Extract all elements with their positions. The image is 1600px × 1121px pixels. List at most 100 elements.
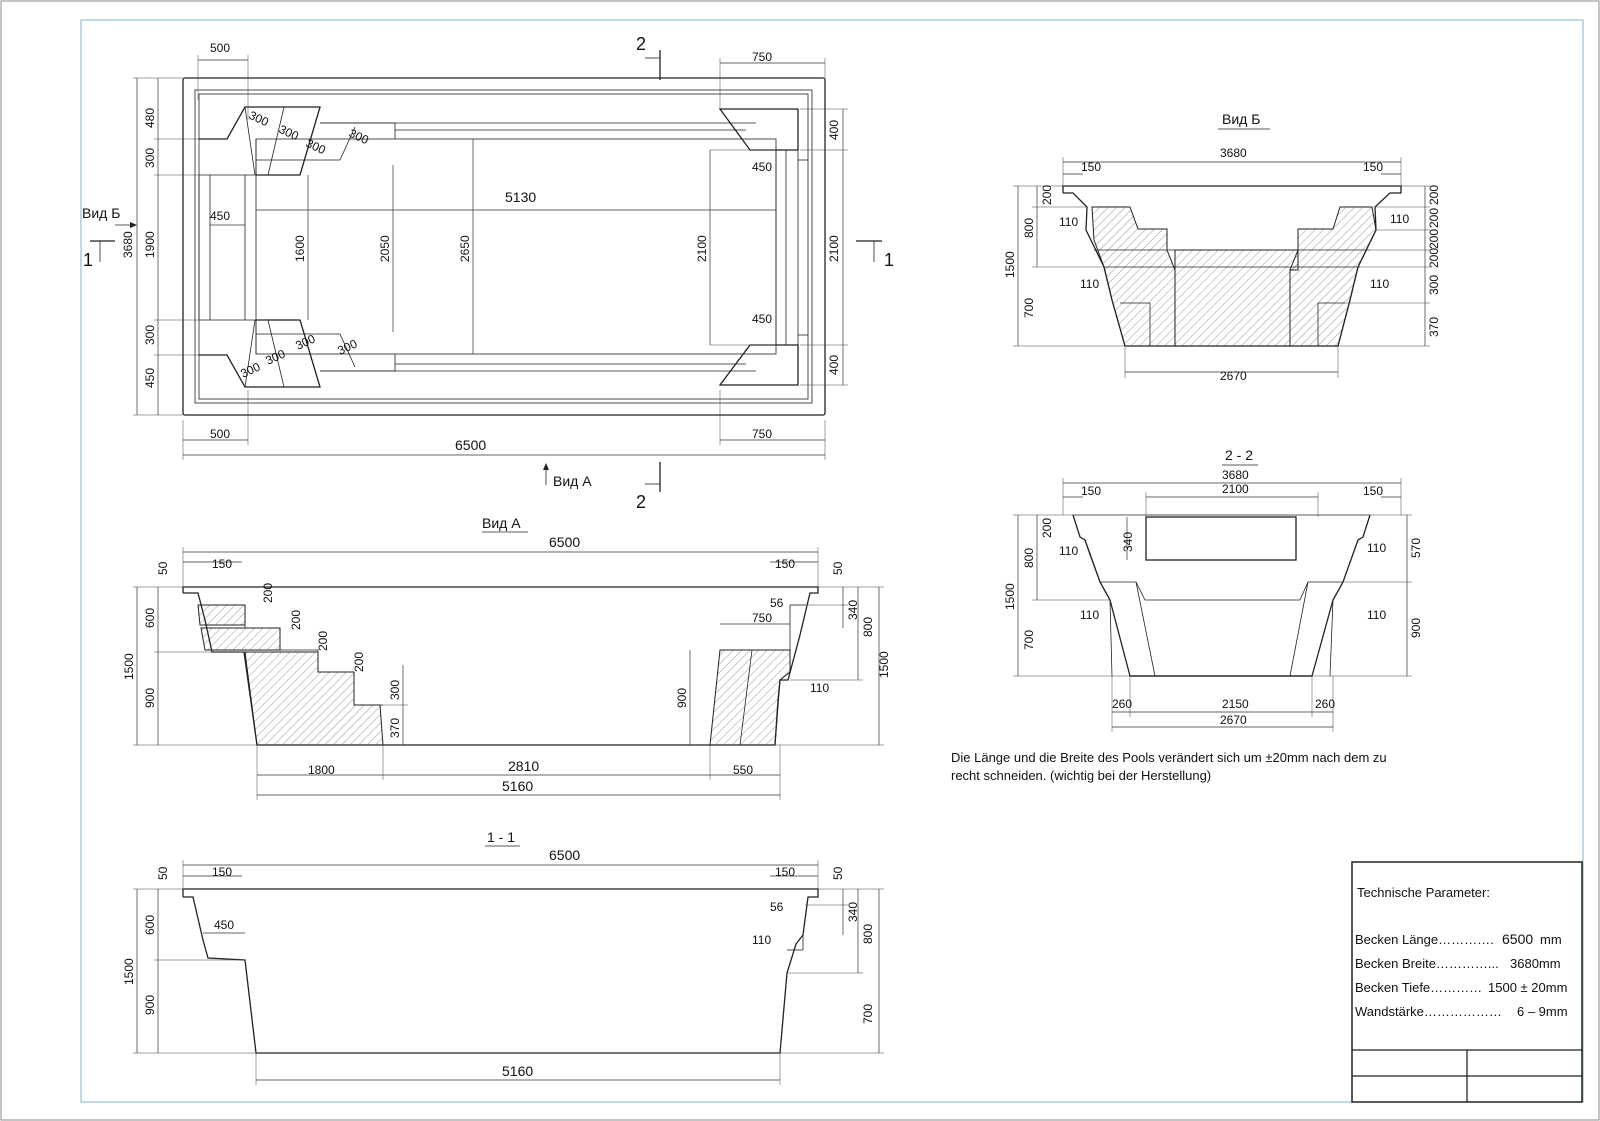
plan-dim-300-bot: 300 — [143, 325, 157, 345]
view-b-dim-right-110-b: 110 — [1370, 277, 1389, 291]
view-a-dim-bottom-1800: 1800 — [308, 763, 335, 777]
view-b-dim-right-370: 370 — [1427, 317, 1441, 337]
section-22-dim-left-700: 700 — [1022, 630, 1036, 650]
plan-dim-1900: 1900 — [143, 231, 157, 258]
view-a-dim-right-1500: 1500 — [877, 651, 891, 678]
view-a-dim-total: 6500 — [549, 534, 580, 550]
section-22-title: 2 - 2 — [1225, 447, 1253, 463]
section-11-dim-right-56: 56 — [770, 900, 784, 914]
section-22-dim-right-150: 150 — [1363, 484, 1383, 498]
note-line-1: Die Länge und die Breite des Pools verän… — [951, 750, 1387, 765]
view-a-step-200-4: 200 — [352, 652, 366, 672]
section-11-dim-right-110: 110 — [752, 933, 771, 947]
view-b-dim-left-150: 150 — [1081, 160, 1101, 174]
section-11-dim-right-700: 700 — [861, 1004, 875, 1024]
plan-dim-bottom-500: 500 — [210, 427, 230, 441]
view-a-dim-right-900: 900 — [675, 688, 689, 708]
view-a-step-200-1: 200 — [261, 583, 275, 603]
technical-parameters-block: Technische Parameter: Becken Länge…………. … — [1351, 861, 1583, 1103]
plan-dim-480: 480 — [143, 108, 157, 128]
plan-section-1-left: 1 — [83, 250, 93, 270]
view-b-dim-right-200-2: 200 — [1427, 208, 1441, 228]
view-a-elevation: Вид А — [122, 515, 891, 800]
plan-dim-total-length: 6500 — [455, 437, 486, 453]
view-a-dim-left-900: 900 — [143, 688, 157, 708]
section-22-dim-right-110-a: 110 — [1367, 541, 1386, 555]
view-b-dim-total: 3680 — [1220, 146, 1247, 160]
plan-dim-top-750: 750 — [752, 50, 772, 64]
tech-length-unit: mm — [1540, 932, 1562, 947]
plan-dim-top-500: 500 — [210, 41, 230, 55]
plan-dim-300-top: 300 — [143, 148, 157, 168]
tech-depth-value: 1500 ± 20mm — [1488, 980, 1567, 995]
view-a-dim-right-750: 750 — [752, 611, 772, 625]
view-b-dim-left-110-a: 110 — [1059, 215, 1078, 229]
view-b-dim-right-150: 150 — [1363, 160, 1383, 174]
view-b-dim-right-300: 300 — [1427, 275, 1441, 295]
plan-step-top-2: 300 — [277, 122, 301, 143]
plan-dim-step-450-left: 450 — [210, 209, 230, 223]
plan-step-top-1: 300 — [247, 108, 271, 129]
view-a-title: Вид А — [482, 515, 521, 531]
view-a-dim-right-50: 50 — [831, 561, 845, 575]
view-a-dim-left-1500: 1500 — [122, 653, 136, 680]
tech-width-label: Becken Breite…………... — [1355, 956, 1499, 971]
view-b-dim-right-200-3: 200 — [1427, 229, 1441, 249]
plan-dim-right-450-bot: 450 — [752, 312, 772, 326]
view-b-dim-bottom-2670: 2670 — [1220, 369, 1247, 383]
section-11-dim-left-450: 450 — [214, 918, 234, 932]
plan-dim-total-width: 3680 — [121, 231, 135, 258]
tech-wall-label: Wandstärke……………… — [1355, 1004, 1502, 1019]
view-b-dim-left-1500: 1500 — [1003, 251, 1017, 278]
section-11-dim-right-50: 50 — [831, 866, 845, 880]
section-11-title: 1 - 1 — [487, 829, 515, 845]
tech-wall-value: 6 – 9mm — [1517, 1004, 1568, 1019]
section-22-dim-right-110-b: 110 — [1367, 608, 1386, 622]
plan-step-bot-4: 300 — [335, 336, 359, 357]
view-b-elevation: Вид Б 3680 1 — [1003, 111, 1441, 383]
section-22-dim-left-340: 340 — [1121, 532, 1135, 552]
tech-title: Technische Parameter: — [1357, 885, 1490, 900]
section-22-dim-left-110-a: 110 — [1059, 544, 1078, 558]
view-b-dim-right-200-4: 200 — [1427, 248, 1441, 268]
view-a-dim-right-150: 150 — [775, 557, 795, 571]
section-22-dim-bottom-260-r: 260 — [1315, 697, 1335, 711]
view-b-dim-right-200-1: 200 — [1427, 185, 1441, 205]
tech-length-value: 6500 — [1502, 931, 1533, 947]
view-b-dim-left-110-b: 110 — [1080, 277, 1099, 291]
view-b-title: Вид Б — [1222, 111, 1260, 127]
view-a-dim-left-600: 600 — [143, 608, 157, 628]
section-11-dim-left-900: 900 — [143, 995, 157, 1015]
tech-depth-label: Becken Tiefe………… — [1355, 980, 1482, 995]
section-2-2: 2 - 2 — [1003, 447, 1423, 732]
section-1-1: 1 - 1 6500 150 150 50 50 450 600 — [122, 829, 884, 1085]
section-11-dim-left-50: 50 — [156, 866, 170, 880]
section-22-dim-bottom-2670: 2670 — [1220, 713, 1247, 727]
view-a-step-370: 370 — [388, 718, 402, 738]
plan-section-2-bottom: 2 — [636, 492, 646, 512]
view-a-step-200-3: 200 — [316, 631, 330, 651]
plan-step-top-4: 300 — [347, 126, 371, 147]
plan-dim-inner-length: 5130 — [505, 189, 536, 205]
plan-step-bot-3: 300 — [293, 331, 317, 352]
plan-step-bot-1: 300 — [238, 359, 262, 380]
section-22-dim-left-110-b: 110 — [1080, 608, 1099, 622]
section-11-dim-total: 6500 — [549, 847, 580, 863]
view-a-dim-bottom-2810: 2810 — [508, 758, 539, 774]
plan-dim-400-top: 400 — [827, 120, 841, 140]
plan-view: 500 750 500 750 6500 5130 450 450 450 36… — [82, 34, 894, 512]
view-a-dim-right-56: 56 — [770, 596, 784, 610]
plan-section-2-top: 2 — [636, 34, 646, 54]
tech-length-label: Becken Länge…………. — [1355, 932, 1494, 947]
view-a-step-300: 300 — [388, 680, 402, 700]
section-22-dim-right-900: 900 — [1409, 618, 1423, 638]
section-22-dim-right-570: 570 — [1409, 538, 1423, 558]
section-22-dim-total: 3680 — [1222, 468, 1249, 482]
view-a-dim-bottom-5160: 5160 — [502, 778, 533, 794]
view-b-dim-left-800: 800 — [1022, 218, 1036, 238]
section-11-dim-right-800: 800 — [861, 924, 875, 944]
note-line-2: recht schneiden. (wichtig bei der Herste… — [951, 768, 1211, 783]
plan-dim-450: 450 — [143, 368, 157, 388]
view-a-dim-left-50: 50 — [156, 561, 170, 575]
